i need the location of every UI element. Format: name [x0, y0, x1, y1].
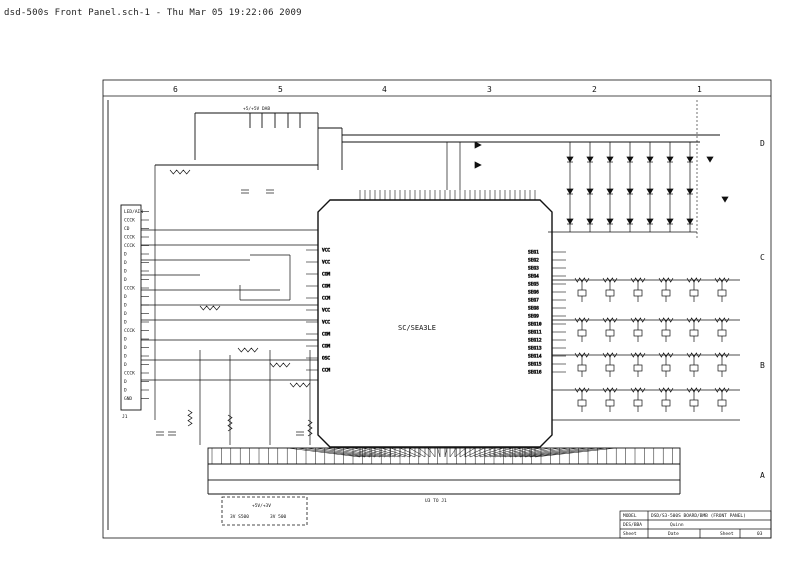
ic-left-pin-label: VCC: [322, 248, 330, 254]
connector-pin-label: D: [124, 269, 127, 275]
connector-pin-label: D: [124, 311, 127, 317]
main-ic: [317, 199, 553, 448]
column-label: 1: [697, 85, 702, 94]
ic-left-pin-label: COM: [322, 344, 330, 350]
row-label: B: [760, 361, 765, 370]
ic-left-pin-label: VCC: [322, 308, 330, 314]
column-labels: 6 5 4 3 2 1: [173, 85, 702, 94]
ic-left-pin-label: VCC: [322, 260, 330, 266]
led-matrix: [446, 141, 729, 233]
top-bus-label: +5/+5V DAB: [243, 106, 270, 112]
ic-left-pin-label: COM: [322, 272, 330, 278]
connector-pin-label: D: [124, 252, 127, 258]
main-ic-label: SC/SEA3LE: [398, 324, 436, 332]
ic-left-pin-label: CCM: [322, 296, 330, 302]
ic-left-pin-label: VCC: [322, 320, 330, 326]
ic-right-pin-label: SEG1: [528, 250, 539, 256]
connector-pin-label: D: [124, 354, 127, 360]
bottom-bus-label: U3 TO J1: [425, 498, 447, 504]
ic-right-pin-label: SEG7: [528, 298, 539, 304]
title-row3-d: 03: [757, 531, 763, 537]
ic-right-pin-label: SEG11: [528, 330, 542, 336]
ic-right-pin-label: SEG9: [528, 314, 539, 320]
ic-left-pin-label: OSC: [322, 356, 330, 362]
column-label: 2: [592, 85, 597, 94]
dashed-box: [221, 496, 308, 526]
ic-right-pin-label: SEG4: [528, 274, 539, 280]
row-labels: D C B A: [760, 139, 765, 480]
connector-pin-label: LED/AIN: [124, 209, 143, 215]
ic-right-pin-label: SEG2: [528, 258, 539, 264]
connector-pins: LED/AINCCCKCDCCCKCCCKDDDDCCCKDDDDCCCKDDD…: [124, 209, 149, 402]
ic-right-pin-label: SEG6: [528, 290, 539, 296]
connector-pin-label: CCCK: [124, 371, 135, 377]
connector-pin-label: D: [124, 277, 127, 283]
dashed-box-sub-1: 3V S500: [230, 514, 249, 520]
connector-pin-label: D: [124, 345, 127, 351]
connector-pin-label: GND: [124, 396, 132, 402]
ic-pins: VCC VCC COM COM CCM VCC VCC COM COM OSC CCM SEG1SEG…: [306, 190, 566, 457]
connector-pin-label: D: [124, 294, 127, 300]
column-label: 4: [382, 85, 387, 94]
ic-right-pin-label: SEG8: [528, 306, 539, 312]
ic-right-pin-label: SEG12: [528, 338, 542, 344]
connector-pin-label: CCCK: [124, 235, 135, 241]
connector-pin-label: D: [124, 337, 127, 343]
column-label: 3: [487, 85, 492, 94]
dashed-box-label: +5V/+3V: [252, 503, 271, 509]
connector-pin-label: CD: [124, 226, 130, 232]
ic-left-pin-label: CCM: [322, 368, 330, 374]
title-block: [619, 510, 772, 539]
title-row3-a: Sheet: [623, 531, 637, 537]
row-label: C: [760, 253, 765, 262]
resistors-left: [156, 169, 730, 437]
column-label: 6: [173, 85, 178, 94]
bottom-connector-pins: [211, 447, 673, 464]
connector-pin-label: CCCK: [124, 328, 135, 334]
ic-right-pin-label: SEG13: [528, 346, 542, 352]
connector-pin-label: D: [124, 303, 127, 309]
header-title: dsd-500s Front Panel.sch-1 - Thu Mar 05 …: [4, 8, 302, 18]
title-row2-right: Quinn: [670, 522, 684, 528]
title-model-value: DSD/S3-500S BOARD/BMB (FRONT PANEL): [651, 513, 746, 519]
connector-pin-label: D: [124, 260, 127, 266]
ic-left-pin-label: COM: [322, 284, 330, 290]
connector-pin-label: D: [124, 320, 127, 326]
switch-rows: [552, 279, 740, 421]
ic-right-pin-label: SEG16: [528, 370, 542, 376]
ic-right-pin-label: SEG15: [528, 362, 542, 368]
title-model-label: MODEL: [623, 513, 637, 519]
signal-wires: [141, 165, 318, 445]
sheet-border: [102, 79, 772, 539]
title-row3-b: Date: [668, 531, 679, 537]
ic-right-pin-label: SEG5: [528, 282, 539, 288]
title-row2-left: DES/BBA: [623, 522, 642, 528]
left-connector: [107, 100, 142, 530]
title-row3-c: Sheet: [720, 531, 734, 537]
connector-pin-label: CCCK: [124, 286, 135, 292]
connector-pin-label: D: [124, 388, 127, 394]
connector-ref: J1: [122, 414, 128, 420]
ic-right-pin-label: SEG10: [528, 322, 542, 328]
connector-pin-label: CCCK: [124, 218, 135, 224]
top-bus: [155, 112, 720, 170]
ic-right-pin-label: SEG14: [528, 354, 542, 360]
connector-pin-label: D: [124, 362, 127, 368]
column-label: 5: [278, 85, 283, 94]
dashed-box-sub-2: 3V 500: [270, 514, 287, 520]
ic-right-pin-label: SEG3: [528, 266, 539, 272]
connector-pin-label: D: [124, 379, 127, 385]
row-label: A: [760, 471, 765, 480]
connector-pin-label: CCCK: [124, 243, 135, 249]
row-label: D: [760, 139, 765, 148]
bottom-connector: [207, 447, 681, 495]
ic-left-pin-label: COM: [322, 332, 330, 338]
